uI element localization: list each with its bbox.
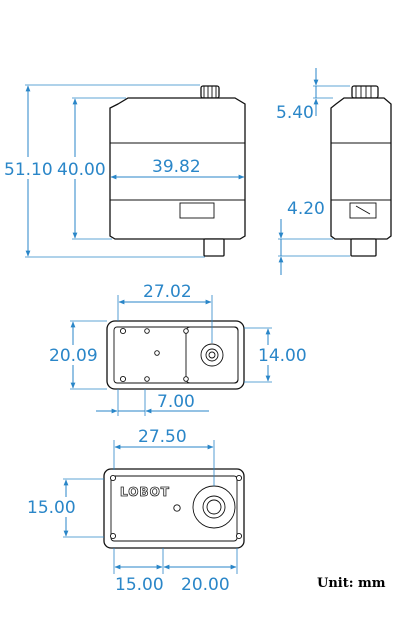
dim-label-top-length: 27.02: [143, 282, 192, 302]
top-servo-body: [106, 320, 245, 390]
bottom-view: LOBOT 27.50 15.00 15.00 20.00: [26, 427, 245, 595]
side-bottom-boss: [203, 238, 225, 257]
dim-label-shaft-height: 14.00: [258, 346, 307, 366]
top-view: 27.02 20.09 14.00 7.00: [49, 282, 307, 416]
dim-label-top-width: 20.09: [49, 346, 98, 366]
lobot-logo: LOBOT: [120, 485, 170, 499]
dim-label-total-height: 51.10: [4, 160, 53, 180]
front-view: 5.40 4.20: [276, 68, 392, 275]
dim-label-body-height: 40.00: [57, 160, 106, 180]
dim-label-bottom-length: 27.50: [138, 427, 187, 447]
dim-label-bottom-height: 15.00: [27, 498, 76, 518]
side-servo-body: [109, 97, 246, 240]
dim-label-offset: 7.00: [157, 392, 195, 412]
dim-label-bottom-right: 20.00: [181, 575, 230, 595]
dim-label-boss-height: 4.20: [287, 199, 325, 219]
front-bottom-boss: [350, 238, 377, 257]
dim-label-body-width: 39.82: [152, 157, 201, 177]
side-view: 51.10 40.00 39.82: [4, 84, 246, 258]
dim-label-bottom-left: 15.00: [115, 575, 164, 595]
dim-label-spline-height: 5.40: [276, 103, 314, 123]
unit-label: Unit: mm: [317, 576, 386, 591]
